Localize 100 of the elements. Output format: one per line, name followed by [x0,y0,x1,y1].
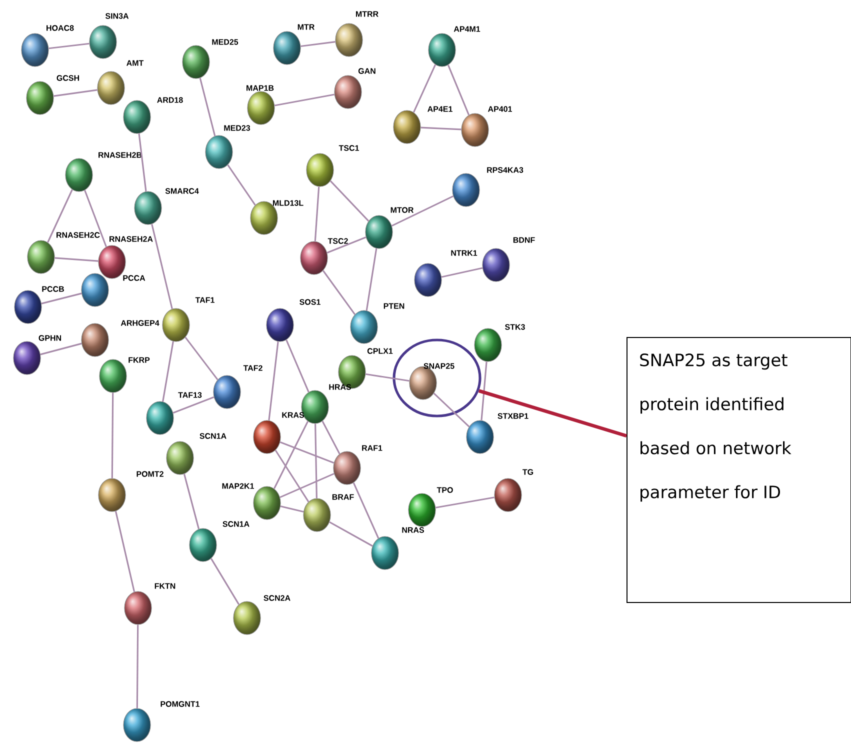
node-label: MTOR [390,207,414,213]
node-label: AMT [126,60,144,66]
protein-node: TPO [408,487,453,527]
leader-line [478,389,628,438]
interaction-line [151,224,173,310]
node-label: POMGNT1 [160,701,200,707]
interaction-line [326,236,366,254]
interaction-line [330,180,370,222]
interaction-line [54,89,98,97]
interaction-line [48,42,90,50]
interaction-line [420,126,462,130]
node-label: TAF2 [243,365,262,371]
node-label: MAP1B [246,85,274,91]
protein-node: TSC1 [306,145,359,187]
protein-node: TSC2 [300,238,348,275]
protein-node: STXBP1 [466,413,528,454]
node-label: HRAS [329,384,352,390]
interaction-line [412,64,436,113]
interaction-line [352,482,380,539]
protein-node: SCN1A [189,521,250,562]
node-label: RPS4KA3 [487,167,524,173]
interaction-line [40,342,82,356]
protein-node: POMT2 [98,471,164,512]
node-label: MED23 [224,125,250,131]
node-label: PCCB [42,286,64,292]
interaction-line [441,267,483,278]
protein-node: ARHGEP4 [81,320,160,357]
protein-node: GPHN [13,335,62,375]
protein-node: AP4E1 [393,106,452,144]
node-label: MTR [298,24,315,30]
node-label: GPHN [38,335,62,341]
interaction-line [54,257,98,262]
interaction-line [329,521,373,547]
interaction-line [172,396,214,414]
node-label: RNASEH2A [110,236,153,242]
interaction-line [138,134,147,192]
interaction-line [136,624,139,708]
protein-node: TAF13 [146,392,202,435]
protein-node: AP401 [461,106,512,147]
node-label: RAF1 [362,445,382,451]
interaction-line [314,424,318,498]
node-label: MLD13L [272,200,304,206]
node-label: RNASEH2C [56,232,100,238]
node-label: GAN [358,68,376,74]
node-label: TPO [436,487,453,493]
interaction-line [433,392,470,428]
callout-box: SNAP25 as target protein identified based on network parameter for ID [626,337,851,603]
node-label: AP401 [488,106,512,112]
interaction-line [280,505,304,513]
protein-node: STK3 [474,324,525,362]
interaction-line [314,186,320,242]
node-label: AP4M1 [454,26,480,32]
protein-node: SCN1A [166,433,226,475]
node-label: SOS1 [300,299,320,305]
interaction-line [227,164,256,206]
protein-node: MLD13L [250,200,304,235]
protein-node: MTR [273,24,314,65]
protein-node: PCCA [81,273,146,307]
node-label: ARD18 [157,97,183,103]
protein-node: PTEN [350,303,404,344]
node-label: AP4E1 [428,106,452,112]
node-label: SNAP25 [424,363,454,369]
node-label: FKRP [128,357,150,363]
interaction-line [41,292,82,304]
interaction-line [480,362,488,420]
node-label: BRAF [332,494,354,500]
protein-node: BRAF [303,494,354,532]
protein-node: POMGNT1 [123,701,200,742]
node-label: PTEN [384,303,404,309]
node-label: MAP2K1 [222,483,254,489]
node-label: HOAC8 [46,25,74,31]
protein-node: MAP2K1 [222,483,281,520]
interaction-line [47,189,73,243]
interaction-line [436,496,494,508]
node-label: PCCA [123,275,146,281]
protein-node: AP4M1 [428,26,480,67]
node-label: SCN1A [222,521,250,527]
highlight-ellipse [392,338,482,418]
protein-node: FKTN [124,583,176,625]
protein-node: MTOR [365,207,414,249]
node-label: SMARC4 [165,188,199,194]
protein-node: BDNF [482,237,535,282]
node-label: TAF1 [195,297,214,303]
protein-node: NTRK1 [414,250,478,297]
node-label: CPLX1 [367,348,393,354]
protein-node: TAF2 [213,365,262,409]
node-label: RNASEH2B [98,152,142,158]
interaction-line [366,248,378,311]
protein-node: MAP1B [246,85,275,125]
interaction-line [280,441,334,464]
protein-node: PCCB [14,286,64,324]
protein-node: SNAP25 [409,363,454,400]
node-label: POMT2 [136,471,164,477]
node-label: TSC2 [328,238,348,244]
interaction-line [300,40,336,48]
node-label: GCSH [56,75,80,81]
node-label: BDNF [513,237,535,243]
node-label: TG [522,469,534,475]
protein-node: MED25 [182,39,238,79]
node-label: SCN1A [200,433,226,439]
